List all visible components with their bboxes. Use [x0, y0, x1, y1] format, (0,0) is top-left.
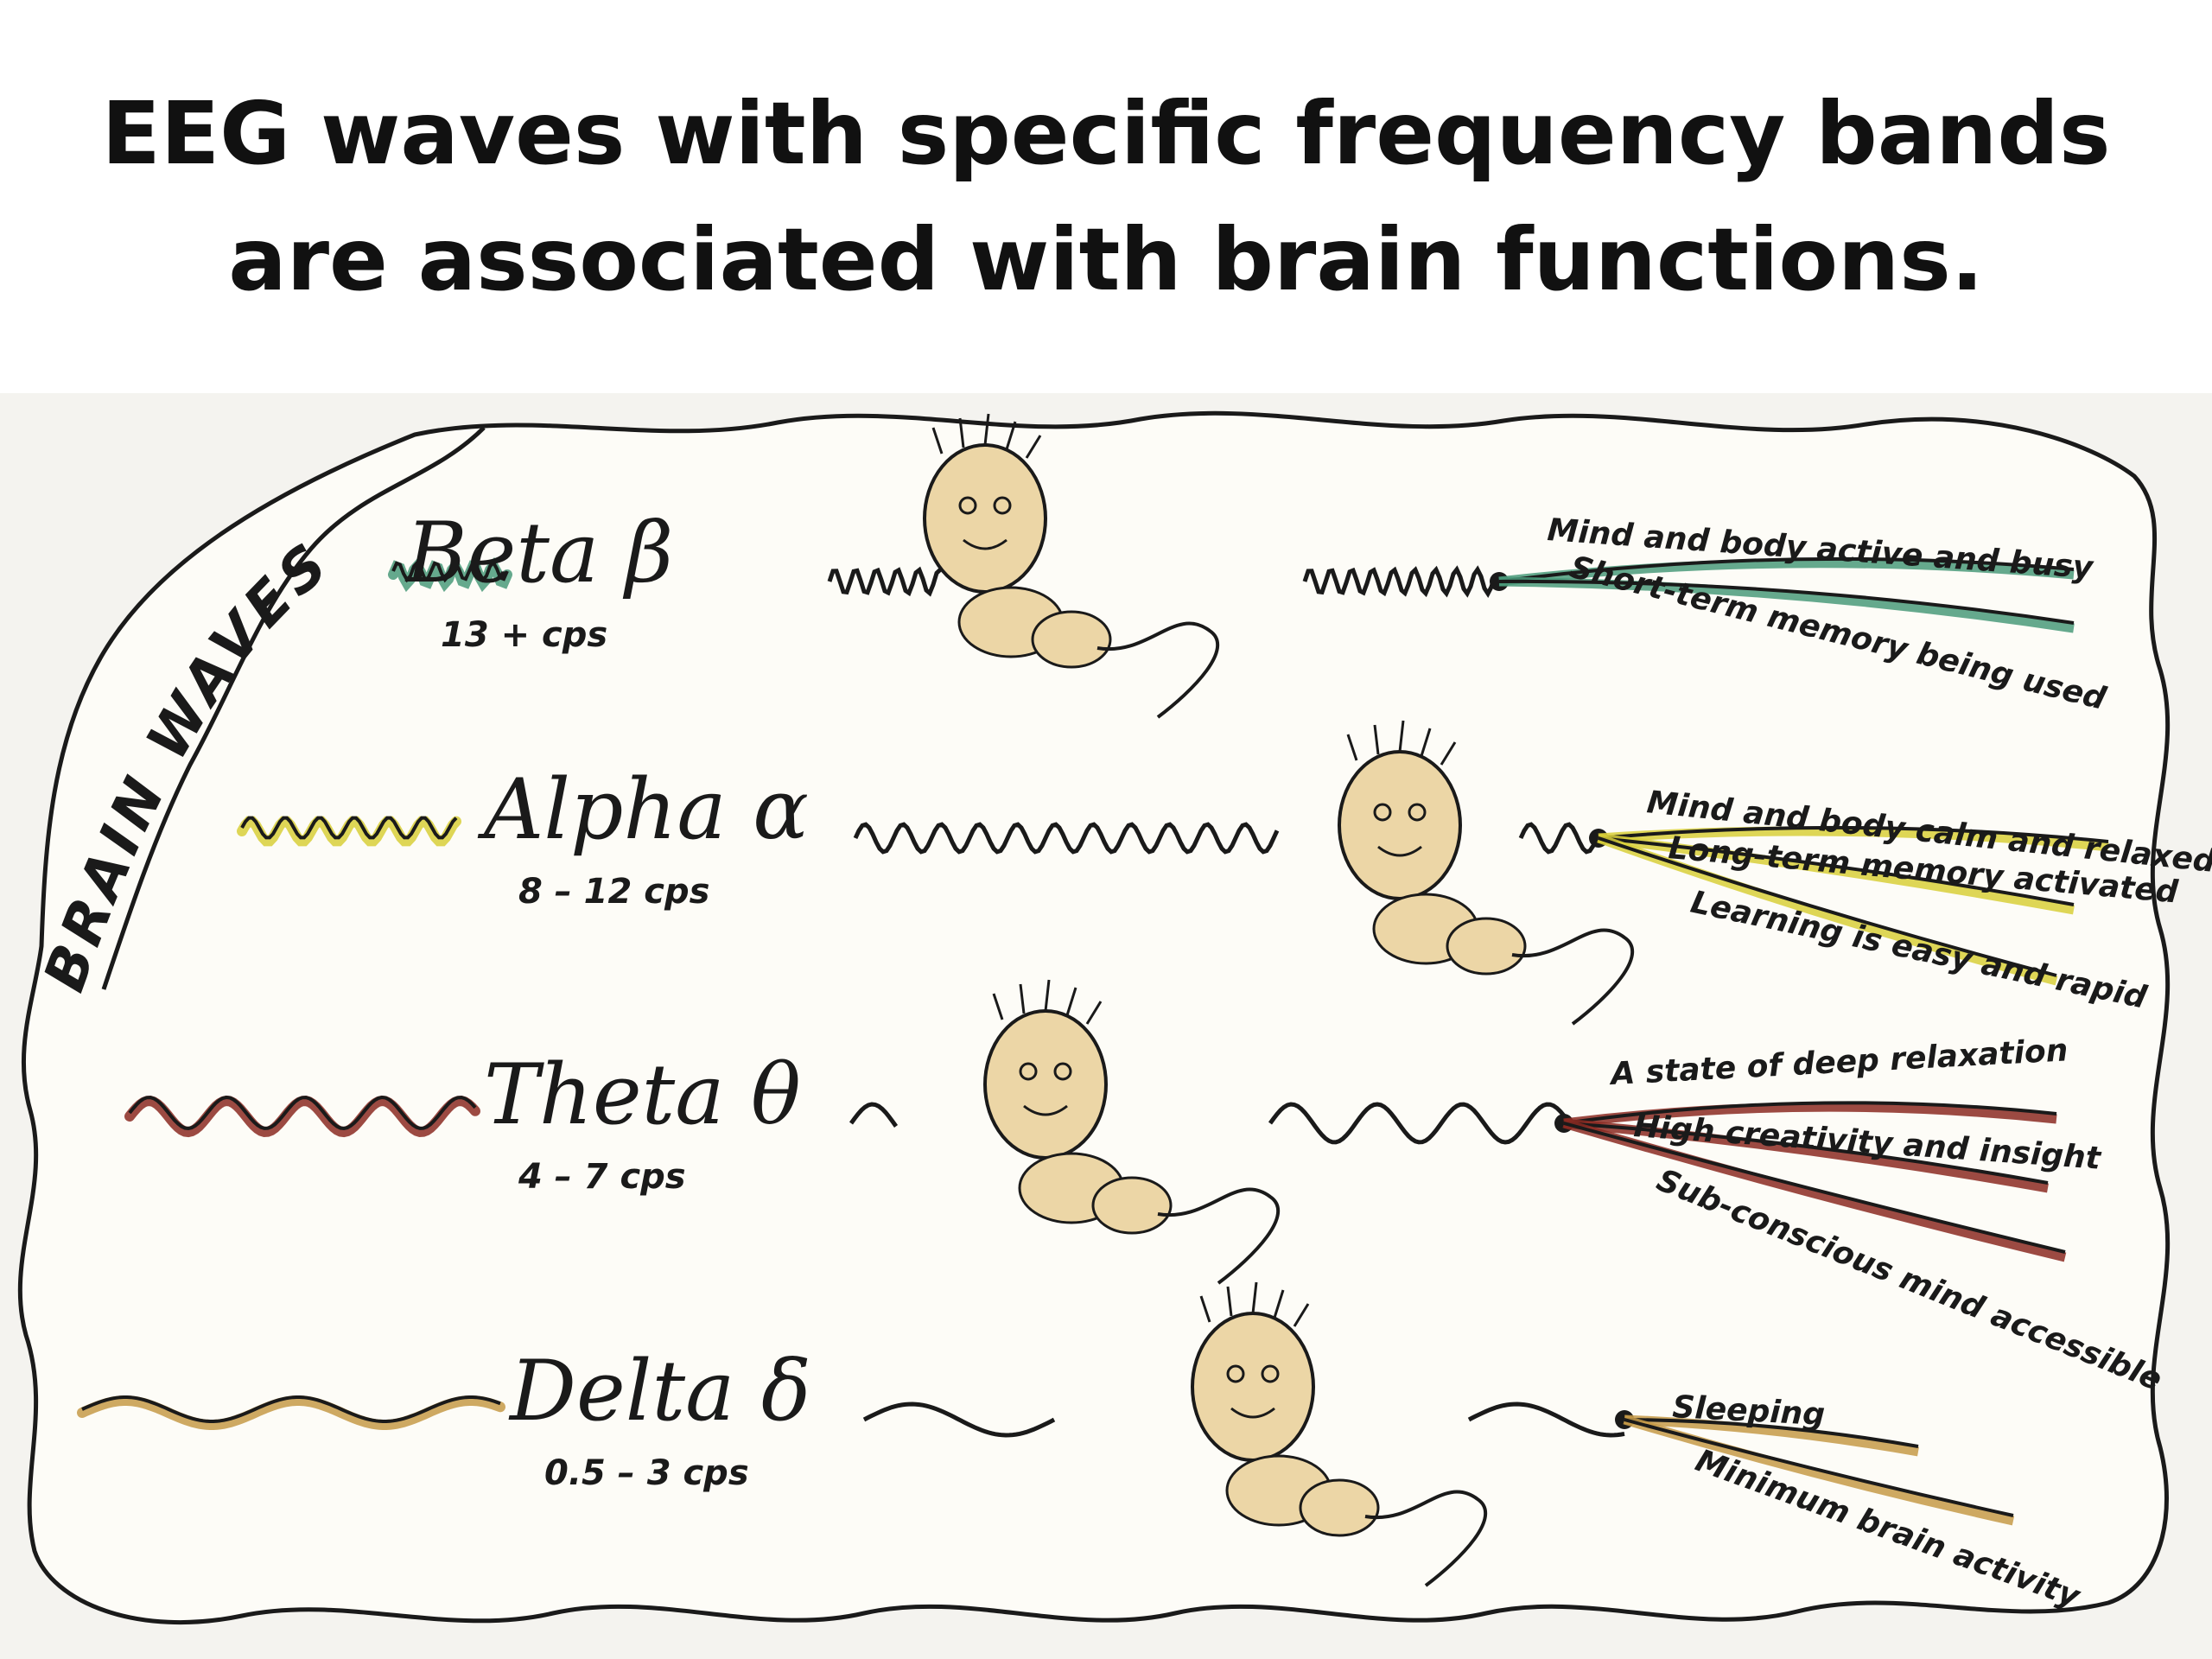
band-name: Beta β [404, 505, 673, 601]
character-hair [1199, 1281, 1310, 1327]
description-ink-line [1563, 1122, 2049, 1185]
band-ink-squiggle [391, 559, 509, 583]
character-tail [1096, 621, 1220, 719]
band-frequency: 13 + cps [441, 615, 607, 655]
character-head [983, 1009, 1108, 1160]
band-ink-squiggle [240, 816, 458, 840]
banner-curve [101, 426, 486, 990]
character-eye [1226, 1364, 1245, 1383]
character-mouth [963, 538, 1007, 550]
character-eye [958, 496, 977, 515]
character-body-segment [1091, 1176, 1173, 1235]
brain-character-illustration [983, 979, 1281, 1285]
brain-character-illustration [923, 413, 1220, 719]
brain-character-illustration [1191, 1281, 1488, 1587]
description-ink-line [1598, 836, 2075, 906]
character-tail [1157, 1187, 1281, 1285]
description-ink-line [1624, 1418, 1919, 1448]
band-wave-right [1302, 565, 1497, 598]
character-head [1191, 1312, 1315, 1462]
character-tail [1511, 928, 1635, 1026]
character-body-segment [1299, 1478, 1380, 1537]
brain-character-illustration [1338, 720, 1635, 1026]
band-name: Theta θ [484, 1046, 801, 1143]
character-tail [1364, 1490, 1488, 1587]
description-ink-line [1563, 1122, 2066, 1254]
band-wave-right [1268, 1102, 1566, 1145]
character-head [1338, 750, 1462, 900]
band-wave-left [849, 1102, 899, 1128]
description-ink-line [1498, 579, 2075, 625]
character-body-segment [1031, 610, 1112, 669]
character-mouth [1023, 1104, 1068, 1116]
band-wave-left [827, 566, 942, 597]
title-line-1: EEG waves with specific frequency bands [101, 83, 2111, 184]
page-title: EEG waves with specific frequency bands … [0, 71, 2212, 323]
character-mouth [1377, 845, 1422, 857]
character-eye [1019, 1062, 1038, 1081]
band-name: Delta δ [508, 1343, 811, 1440]
character-eye [993, 496, 1012, 515]
title-line-2: are associated with brain functions. [228, 209, 1984, 310]
band-wave-left [862, 1402, 1056, 1438]
band-wave-right [1518, 822, 1599, 855]
character-hair [931, 413, 1042, 459]
character-mouth [1230, 1407, 1275, 1419]
character-eye [1261, 1364, 1280, 1383]
band-frequency: 4 – 7 cps [518, 1157, 686, 1197]
description-ink-line [1498, 556, 2075, 583]
description-ink-line [1598, 836, 2057, 977]
character-eye [1053, 1062, 1072, 1081]
character-eye [1408, 803, 1427, 822]
wavy-border [17, 410, 2171, 1625]
band-ink-squiggle [81, 1395, 501, 1423]
band-name: Alpha α [477, 761, 809, 858]
character-body-segment [1446, 917, 1527, 976]
character-head [923, 443, 1047, 594]
description-ink-line [1563, 1101, 2057, 1125]
band-color-squiggle [77, 1395, 505, 1430]
character-hair [992, 979, 1103, 1025]
band-frequency: 0.5 – 3 cps [544, 1453, 749, 1493]
band-color-squiggle [124, 1095, 480, 1138]
character-hair [1346, 720, 1457, 766]
description-ink-line [1598, 825, 2109, 843]
description-ink-line [1624, 1418, 2014, 1517]
band-ink-squiggle [128, 1095, 477, 1131]
band-description: Sleeping [1672, 1389, 1827, 1433]
band-frequency: 8 – 12 cps [518, 872, 709, 912]
band-wave-right [1467, 1402, 1625, 1438]
band-wave-left [853, 822, 1280, 855]
character-eye [1373, 803, 1392, 822]
